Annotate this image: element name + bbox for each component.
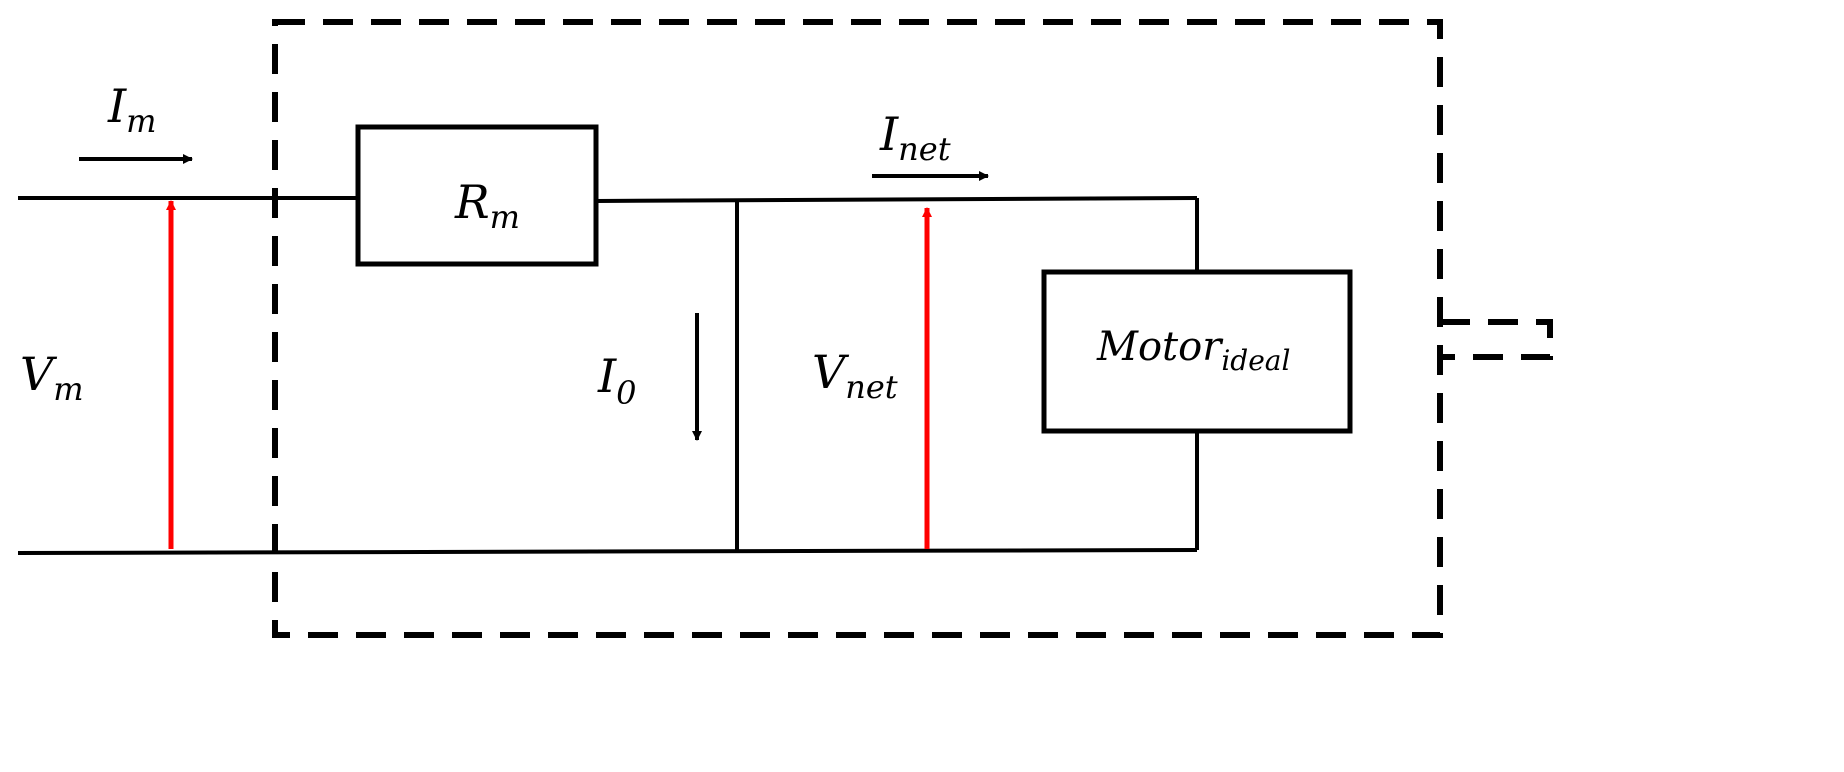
label-vm: Vm — [20, 347, 84, 408]
top-wire-right — [595, 196, 1198, 203]
label-vnet: Vnet — [812, 345, 898, 406]
bottom-wire — [17, 548, 1198, 555]
label-im: Im — [107, 79, 157, 140]
shaft-dashed — [1440, 319, 1553, 360]
label-rm: Rm — [454, 175, 520, 236]
label-motor-ideal: Motorideal — [1096, 324, 1290, 377]
label-i0: I0 — [597, 349, 637, 412]
label-inet: Inet — [879, 107, 951, 168]
motor-enclosure-dashed — [272, 19, 1443, 638]
resistor-rm — [355, 124, 599, 267]
motor-ideal-box — [1041, 269, 1353, 434]
